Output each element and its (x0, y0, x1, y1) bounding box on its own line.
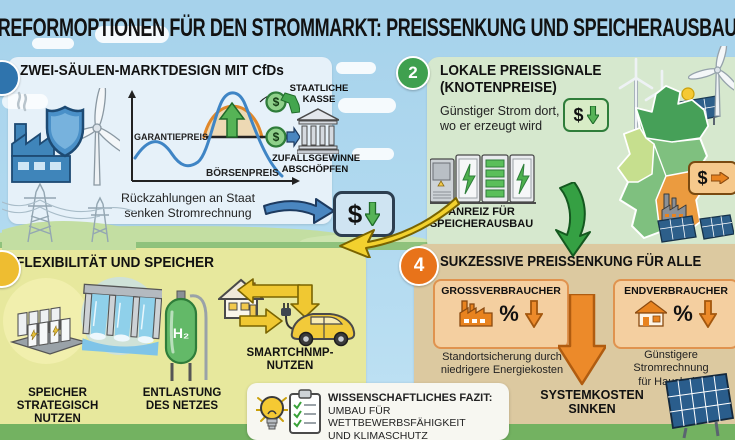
fazit-line: UMBAU FÜR WETTBEWERBSFÄHIGKEIT (328, 404, 466, 430)
checklist-icon (289, 389, 321, 434)
battery-array-icon (10, 306, 88, 355)
hill-strip (0, 242, 430, 250)
fazit-box: WISSENSCHAFTLICHES FAZIT: UMBAU FÜR WETT… (247, 383, 509, 440)
price-drop-box: $ (333, 191, 395, 237)
yellow-curved-arrow-icon (339, 197, 460, 258)
ev-car-icon (281, 303, 356, 347)
transfer-arrow-icon (286, 126, 300, 148)
section3-title: FLEXIBILITÄT UND SPEICHER (16, 254, 214, 271)
right-arrow-icon (710, 172, 729, 184)
skim-arrow-icon (280, 92, 300, 114)
garantiepreis-label: GARANTIEPREIS (134, 132, 208, 142)
swoosh-arrow-icon (263, 198, 335, 224)
cloud (336, 62, 376, 74)
label-smart: SMARTCHNMP-NUTZEN (246, 347, 334, 372)
down-arrow-icon (586, 106, 599, 124)
cfd-price-chart: GARANTIEPREIS BÖRSENPREIS $ $ (128, 90, 300, 185)
sun-icon (681, 87, 695, 101)
plug-icon (281, 308, 291, 316)
fazit-line: UND KLIMASCHUTZ (328, 429, 428, 440)
svg-text:$: $ (273, 95, 280, 109)
badge-4: 4 (399, 246, 439, 286)
grossverbraucher-box: GROSSVERBRAUCHER % (433, 279, 569, 349)
percent-label: % (499, 300, 519, 326)
factory-orange-icon (459, 300, 493, 327)
cloud (32, 38, 74, 49)
svg-text:H₂: H₂ (173, 325, 189, 341)
house-orange-icon (635, 300, 668, 327)
factory-icon (11, 123, 71, 183)
badge-2: 2 (396, 56, 430, 90)
price-shift-box: $ (688, 161, 735, 195)
battery-storage-icon (430, 154, 536, 204)
boersenpreis-curve (133, 91, 284, 178)
down-arrow-icon (698, 299, 717, 328)
percent-label: % (673, 300, 693, 326)
energy-flow-arrows-icon (237, 278, 320, 334)
wind-turbine-corner-icon (688, 46, 734, 117)
section2-title: LOKALE PREISSIGNALE(KNOTENPREISE) (440, 62, 602, 96)
money-coin-icon (265, 126, 287, 148)
boersenpreis-label: BÖRSENPREIS (206, 166, 279, 179)
solar-panels-small-icon (657, 214, 734, 243)
down-arrow-icon (524, 299, 543, 328)
endverbraucher-box: ENDVERBRAUCHER % (613, 279, 735, 349)
cloud (95, 26, 169, 43)
lightbulb-icon (256, 396, 288, 430)
section4-title: SUKZESSIVE PREISSENKUNG FÜR ALLE (440, 254, 702, 270)
section2-subtitle: Günstiger Strom dort,wo er erzeugt wird (440, 104, 560, 134)
price-up-arrow-icon (218, 101, 246, 138)
cheap-price-box: $ (563, 98, 609, 132)
section1-title: ZWEI-SÄULEN-MARKTDESIGN MIT CfDs (20, 62, 284, 79)
svg-text:$: $ (273, 130, 280, 144)
producer-shield-icon (11, 88, 120, 186)
power-pylons (2, 182, 136, 250)
fazit-title: WISSENSCHAFTLICHES FAZIT: (328, 392, 493, 404)
main-title: REFORMOPTIONEN FÜR DEN STROMMARKT: PREIS… (0, 13, 735, 42)
green-curved-arrow-icon (555, 182, 591, 257)
hydro-dam-icon (82, 283, 162, 356)
big-down-arrow-icon (558, 294, 606, 386)
hydrogen-tank-icon: H₂ (164, 290, 208, 381)
shield-icon (45, 105, 85, 158)
bank-icon (297, 108, 339, 154)
down-arrow-icon (365, 202, 381, 226)
cloud (338, 98, 396, 113)
solar-panel-large-icon (664, 372, 735, 439)
cloud (352, 148, 394, 160)
